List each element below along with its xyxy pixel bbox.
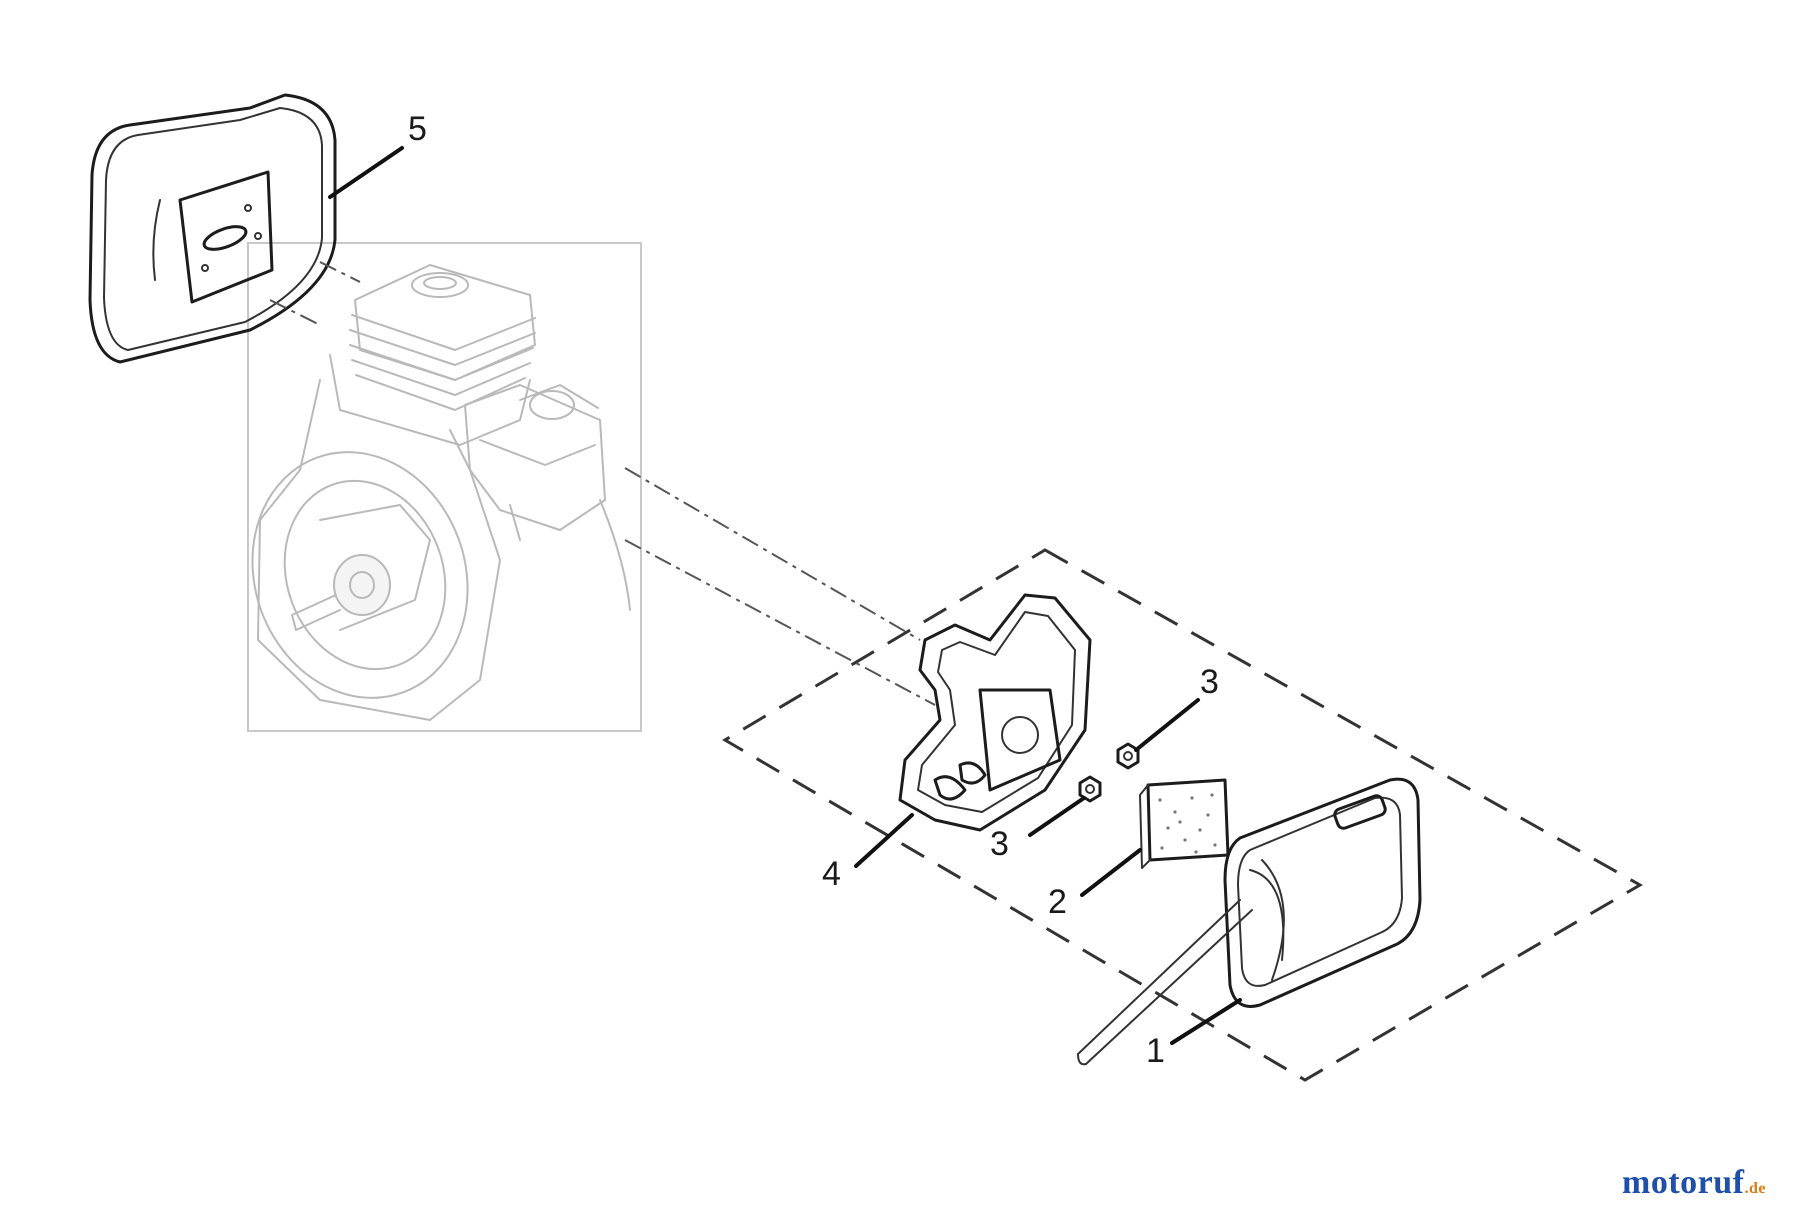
air-filter-base-part bbox=[898, 593, 1092, 832]
leader-5 bbox=[328, 146, 404, 199]
alignment-lines bbox=[269, 261, 936, 706]
callout-1: 1 bbox=[1146, 1032, 1165, 1070]
callout-2: 2 bbox=[1048, 883, 1067, 921]
callout-5: 5 bbox=[408, 110, 427, 148]
engine-reference-drawing bbox=[247, 242, 642, 732]
watermark-tld: .de bbox=[1744, 1180, 1766, 1197]
leader-3a bbox=[1134, 698, 1200, 752]
motoruf-watermark-logo: motoruf.de bbox=[1622, 1164, 1766, 1202]
leader-lines bbox=[328, 146, 1242, 1045]
air-filter-cover-part bbox=[1077, 777, 1422, 1066]
watermark-name: motoruf bbox=[1622, 1164, 1745, 1201]
muffler-part bbox=[88, 93, 337, 364]
callout-labels: 5 3 3 4 2 1 bbox=[408, 110, 1219, 1070]
callout-4: 4 bbox=[822, 855, 841, 893]
nut-part-upper bbox=[1116, 742, 1140, 770]
filter-assembly-outline bbox=[722, 548, 1644, 1082]
leader-1 bbox=[1170, 998, 1242, 1045]
leader-2 bbox=[1080, 848, 1142, 897]
nut-part-lower bbox=[1078, 775, 1102, 803]
leader-4 bbox=[854, 813, 914, 868]
callout-3-lower: 3 bbox=[990, 825, 1009, 863]
leader-3b bbox=[1028, 796, 1086, 837]
air-filter-element-part bbox=[1139, 778, 1230, 869]
callout-3-upper: 3 bbox=[1200, 663, 1219, 701]
